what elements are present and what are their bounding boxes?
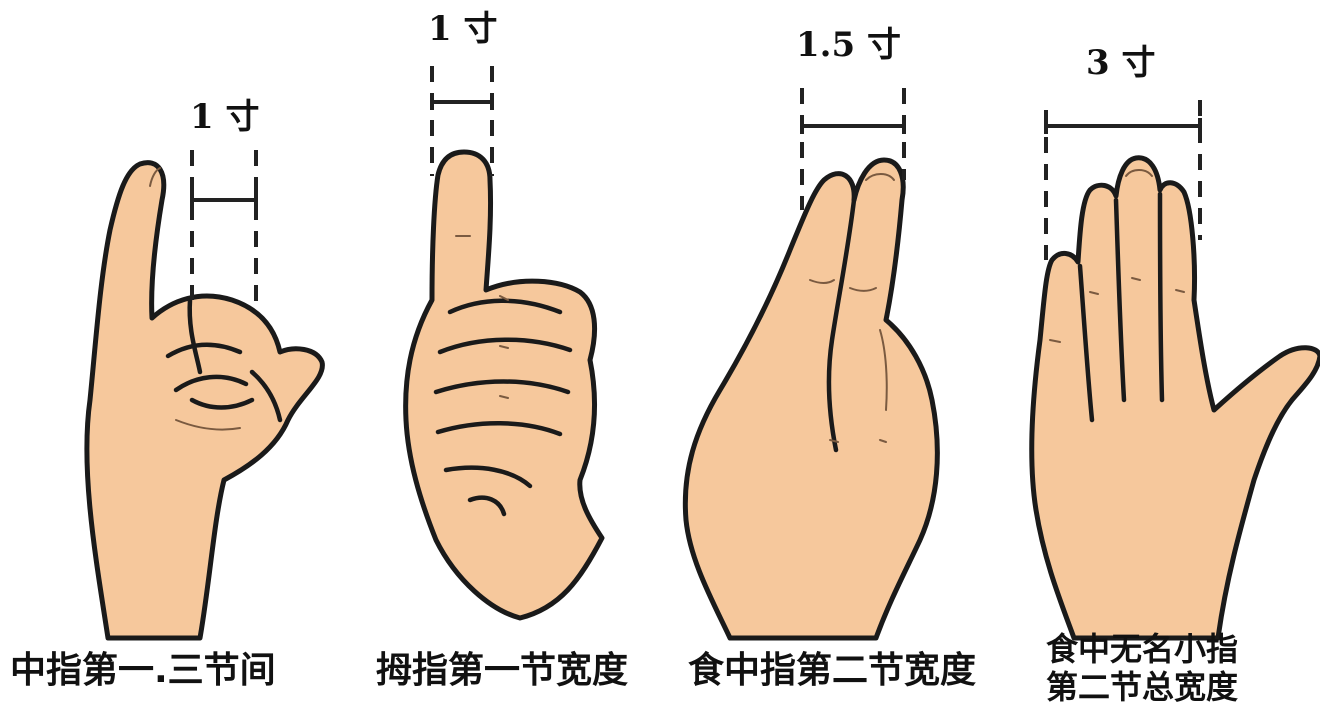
hand-two-fingers xyxy=(682,157,940,641)
panel-index-middle: 1.5 寸 xyxy=(682,25,940,641)
hand-bent-middle-finger xyxy=(84,160,325,641)
panel-middle-finger: 1 寸 xyxy=(84,97,325,641)
measure-label-4: 3 寸 xyxy=(1086,43,1156,83)
measure-label-1: 1 寸 xyxy=(190,97,260,137)
hand-four-fingers xyxy=(1029,155,1320,641)
caption-4-line1: 食中无名小指 xyxy=(1046,630,1238,668)
hand-thumb-up xyxy=(403,149,605,621)
measure-label-3: 1.5 寸 xyxy=(796,25,901,65)
panel-four-fingers: 3 寸 xyxy=(1029,43,1320,641)
measure-label-2: 1 寸 xyxy=(428,9,498,49)
caption-2: 拇指第一节宽度 xyxy=(376,649,628,691)
caption-3: 食中指第二节宽度 xyxy=(688,649,976,691)
panel-thumb: 1 寸 xyxy=(403,9,605,621)
caption-1: 中指第一.三节间 xyxy=(10,650,276,691)
caption-4-line2: 第二节总宽度 xyxy=(1046,668,1238,702)
